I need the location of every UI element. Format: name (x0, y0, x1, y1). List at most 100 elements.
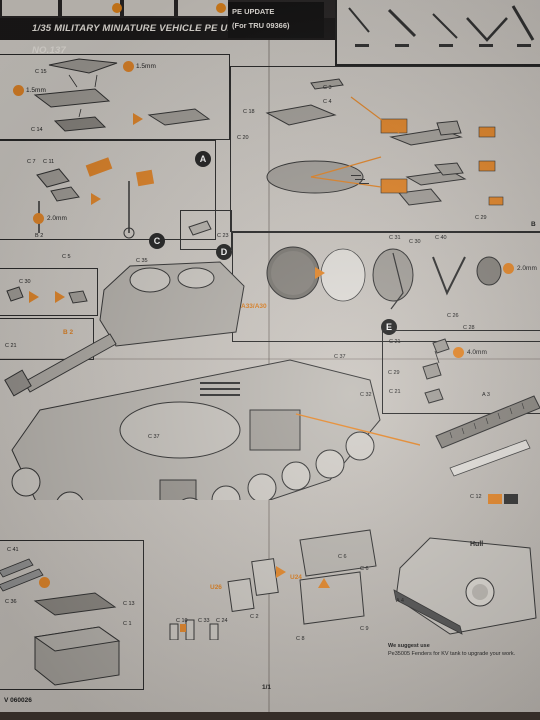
part-label: C 15 (35, 69, 47, 75)
step-panel-d: C 23 (180, 210, 232, 250)
part-label-orange: B 2 (63, 329, 74, 336)
step-marker-c: C (149, 233, 165, 249)
table-surface (0, 712, 540, 720)
suggestion-note: We suggest use Pe35005 Fenders for KV ta… (388, 643, 538, 683)
step-marker-e: E (381, 319, 397, 335)
step-d-drawing (188, 220, 212, 236)
part-label: C 9 (360, 626, 369, 632)
part-label: C 26 (447, 313, 459, 319)
step-panel-small: C 30 (0, 268, 98, 316)
part-label: C 30 (19, 279, 31, 285)
part-label: C 36 (5, 599, 17, 605)
part-label: C 29 (388, 370, 400, 376)
fender-strip-area: A 3 C 12 (430, 388, 540, 512)
arrow-right-icon (91, 193, 101, 205)
part-label: C 1 (123, 621, 132, 627)
suggestion-note-line2: Pe35005 Fenders for KV tank to upgrade y… (388, 650, 516, 657)
part-label-orange: U26 (210, 584, 222, 591)
pe-update-subtitle: (For TRU 09366) (232, 21, 290, 30)
small-step-drawing (6, 286, 88, 304)
step-marker-d: D (216, 244, 232, 260)
header-cell (178, 0, 228, 16)
part-label: C 8 (296, 636, 305, 642)
part-label: C 2 (250, 614, 259, 620)
part-label: C 21 (5, 343, 17, 349)
part-label: C 21 (389, 389, 401, 395)
step-panel-a: C 7 C 11 2.0mm A C B 2 (0, 140, 216, 249)
part-label-orange: U24 (290, 574, 302, 581)
suggestion-note-line1: We suggest use (388, 643, 430, 649)
part-label: A 3 (482, 392, 490, 398)
drill-marker (503, 263, 514, 274)
part-label: C 23 (217, 233, 229, 239)
tank-drawing (4, 261, 420, 500)
arrow-right-icon (276, 566, 286, 578)
part-label: C 33 (198, 618, 210, 624)
tools-legend (335, 0, 540, 66)
part-label: C 30 (409, 239, 421, 245)
dimension-label: 4.0mm (467, 349, 487, 356)
part-label: C 20 (237, 135, 249, 141)
part-label: C 37 (148, 434, 160, 440)
part-label: C 5 (62, 254, 71, 260)
part-label-orange: A33/A30 (241, 303, 267, 310)
part-label: C 10 (176, 618, 188, 624)
tools-illustration (348, 5, 535, 47)
part-label: C 35 (136, 258, 148, 264)
step-panel-b: C 18 C 4 C 3 C 20 C 29 B (230, 66, 540, 232)
header-orange-marker (216, 3, 226, 13)
step-marker-b: B (531, 221, 536, 228)
dimension-label: 1.5mm (26, 87, 46, 94)
c21-drawing (422, 338, 450, 404)
step-1-drawing (33, 58, 211, 132)
part-label: A 4 (396, 598, 404, 604)
part-label: C 13 (123, 601, 135, 607)
dimension-label: 2.0mm (47, 215, 67, 222)
part-label: C 31 (389, 235, 401, 241)
product-code: V 060026 (4, 697, 32, 704)
step-a-drawing (36, 157, 155, 239)
arrow-up-icon (318, 578, 330, 588)
drill-marker (39, 577, 50, 588)
part-label: C 4 (323, 99, 332, 105)
part-label: C 7 (27, 159, 36, 165)
hull-drawing (393, 537, 537, 635)
step-panel-stowage: C 41 C 36 C 13 C 1 (0, 540, 144, 690)
part-label: C 18 (243, 109, 255, 115)
dimension-label: 1.5mm (136, 63, 156, 70)
part-label: C 11 (43, 159, 55, 165)
part-label: C 24 (216, 618, 228, 624)
part-label: C 12 (470, 494, 482, 500)
part-label: C 6 (360, 566, 369, 572)
fold-line-horizontal (0, 358, 540, 360)
fold-line-vertical (268, 0, 270, 716)
drill-marker (33, 213, 44, 224)
bottom-parts-drawing (169, 529, 377, 640)
stowage-drawing (0, 558, 121, 686)
header-cell (62, 0, 120, 16)
part-label: C 14 (31, 127, 43, 133)
arrow-right-icon (315, 267, 325, 279)
arrow-right-icon (29, 291, 39, 303)
part-label: C 28 (463, 325, 475, 331)
fender-strip-drawing (435, 395, 540, 504)
step-panel-e: A33/A30 C 31 C 40 C 30 2.0mm C 26 C 28 E (232, 232, 540, 342)
pe-update-title: PE UPDATE (232, 7, 275, 16)
hull-label: Hull (470, 541, 484, 548)
part-label: C 6 (338, 554, 347, 560)
step-e-drawing (266, 246, 502, 310)
part-label: C 3 (323, 85, 332, 91)
part-label: C 41 (7, 547, 19, 553)
arrow-right-icon (133, 113, 143, 125)
part-label: C 32 (360, 392, 372, 398)
part-label: B 2 (35, 233, 44, 239)
pe-update-box: PE UPDATE (For TRU 09366) (228, 2, 324, 38)
header-cell (124, 0, 174, 16)
page-number: 1/1 (262, 684, 272, 691)
part-label: C 40 (435, 235, 447, 241)
arrow-right-icon (55, 291, 65, 303)
step-b-drawing (265, 78, 504, 206)
header-orange-marker (112, 3, 122, 13)
header-cell (2, 0, 58, 16)
